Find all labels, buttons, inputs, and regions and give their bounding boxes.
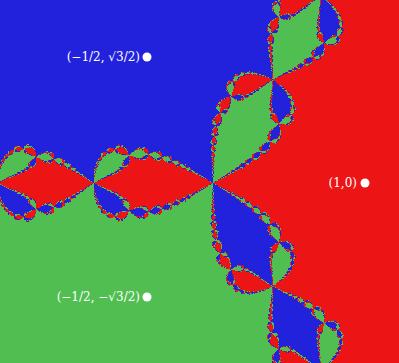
root-dot <box>143 293 152 302</box>
coordinate-label: (−1/2, √3/2) <box>67 50 140 64</box>
coordinate-label: (−1/2, −√3/2) <box>57 290 140 304</box>
root-dot <box>143 53 152 62</box>
root-dot <box>361 179 370 188</box>
coordinate-label: (1,0) <box>329 176 357 190</box>
